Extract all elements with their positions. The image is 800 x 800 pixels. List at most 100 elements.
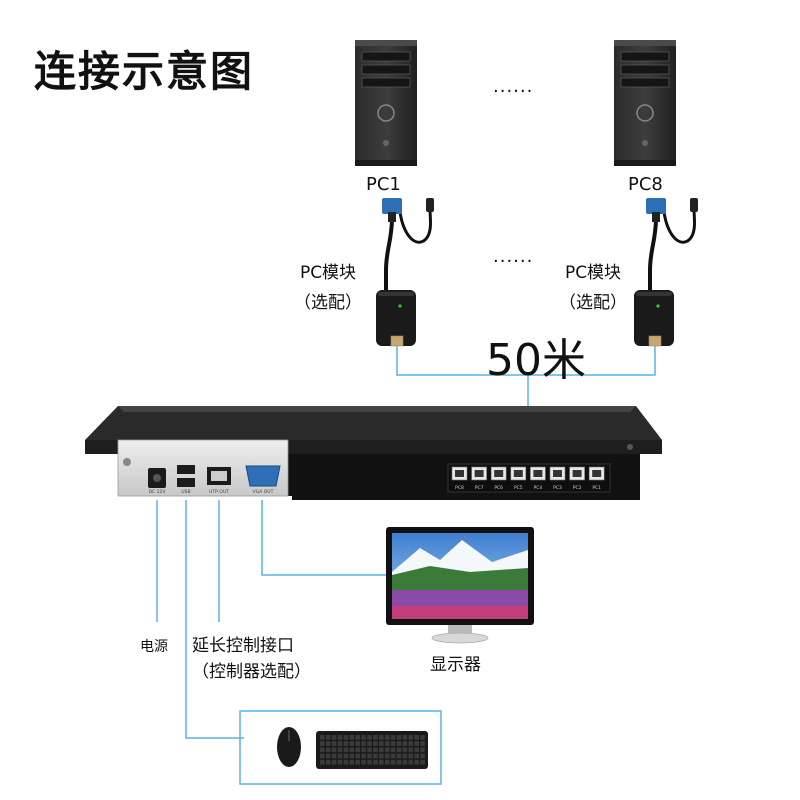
keyboard-key [420, 747, 425, 753]
keyboard-key [402, 741, 408, 746]
keyboard-key [355, 753, 360, 759]
keyboard-key [367, 735, 372, 740]
keyboard-key [325, 741, 331, 746]
keyboard-key [320, 735, 325, 740]
keyboard-key [408, 753, 414, 759]
keyboard-key [396, 753, 402, 759]
keyboard-key [396, 735, 402, 740]
keyboard-key [355, 759, 360, 765]
keyboard-key [361, 735, 366, 740]
monitor [386, 527, 534, 644]
rj45-port-label: PC5 [514, 485, 523, 491]
keyboard-key [349, 753, 355, 759]
pc-label-1: PC1 [366, 174, 401, 195]
keyboard-key [367, 753, 372, 759]
keyboard-key [373, 747, 378, 753]
peripherals-box [239, 710, 442, 785]
keyboard-key [379, 747, 384, 753]
extension-control-label: 延长控制接口 （控制器选配） [192, 633, 311, 685]
back-panel-wires [156, 500, 388, 739]
keyboard-key [367, 741, 372, 746]
keyboard-key [390, 753, 396, 759]
keyboard-key [408, 735, 414, 740]
rj45-port-label: PC7 [475, 485, 484, 491]
keyboard-key [320, 759, 325, 765]
rj45-port-socket [513, 470, 523, 477]
keyboard-key [355, 747, 360, 753]
pc-module-8 [634, 290, 674, 347]
keyboard-key [390, 759, 396, 765]
pc-module-label-8-line2: （选配） [559, 293, 627, 313]
keyboard-key [361, 753, 366, 759]
keyboard-key [343, 753, 349, 759]
rj45-port-label: PC3 [553, 485, 562, 491]
keyboard-key [420, 741, 425, 746]
keyboard-key [384, 747, 390, 753]
pc-tower-1 [355, 40, 417, 166]
rj45-port-label: PC1 [592, 485, 601, 491]
keyboard-key [402, 759, 408, 765]
keyboard-key [349, 759, 355, 765]
keyboard-key [414, 735, 419, 740]
pc-module-label-1-line2: （选配） [294, 293, 362, 313]
keyboard-key [420, 759, 425, 765]
rj45-port-socket [494, 470, 504, 477]
keyboard-key [379, 759, 384, 765]
keyboard-key [414, 753, 419, 759]
keyboard-key [361, 741, 366, 746]
keyboard-key [414, 747, 419, 753]
keyboard-key [355, 735, 360, 740]
keyboard-key [349, 747, 355, 753]
rj45-port-socket [474, 470, 484, 477]
keyboard-key [408, 747, 414, 753]
extension-control-label-line2: （控制器选配） [192, 662, 311, 682]
back-port-label: USB [181, 489, 190, 495]
keyboard-key [320, 753, 325, 759]
page-title: 连接示意图 [34, 47, 255, 96]
keyboard-key [384, 741, 390, 746]
keyboard-key [320, 747, 325, 753]
keyboard-key [379, 735, 384, 740]
pc-label-8: PC8 [628, 174, 663, 195]
back-port-label: DC 12V [149, 489, 167, 495]
pc-module-label-1-line1: PC模块 [299, 263, 357, 283]
keyboard-key [402, 747, 408, 753]
rj45-port-socket [533, 470, 543, 477]
keyboard-key [343, 735, 349, 740]
keyboard-key [349, 735, 355, 740]
keyboard-key [390, 747, 396, 753]
keyboard-key [325, 753, 331, 759]
keyboard-key [402, 753, 408, 759]
keyboard-key [325, 747, 331, 753]
keyboard-key [390, 735, 396, 740]
keyboard-key [331, 747, 337, 753]
power-label: 电源 [140, 639, 168, 655]
keyboard-key [396, 759, 402, 765]
keyboard [316, 731, 428, 769]
keyboard-key [355, 741, 360, 746]
keyboard-key [331, 753, 337, 759]
keyboard-key [361, 747, 366, 753]
keyboard-key [379, 741, 384, 746]
rj45-port-label: PC6 [494, 485, 503, 491]
keyboard-key [343, 741, 349, 746]
keyboard-key [379, 753, 384, 759]
keyboard-key [373, 759, 378, 765]
keyboard-key [320, 741, 325, 746]
distance-label: 50米 [486, 335, 586, 386]
back-port-label: VGA OUT [253, 489, 274, 495]
keyboard-key [420, 735, 425, 740]
rj45-port-label: PC8 [455, 485, 464, 491]
keyboard-key [331, 735, 337, 740]
rj45-port-socket [592, 470, 602, 477]
pc-module-label-8-line1: PC模块 [564, 263, 622, 283]
rj45-port-label: PC2 [573, 485, 582, 491]
keyboard-key [349, 741, 355, 746]
rj45-port-socket [572, 470, 582, 477]
keyboard-key [384, 735, 390, 740]
keyboard-key [414, 759, 419, 765]
keyboard-key [373, 753, 378, 759]
keyboard-key [325, 759, 331, 765]
keyboard-key [367, 747, 372, 753]
monitor-label: 显示器 [430, 655, 481, 675]
